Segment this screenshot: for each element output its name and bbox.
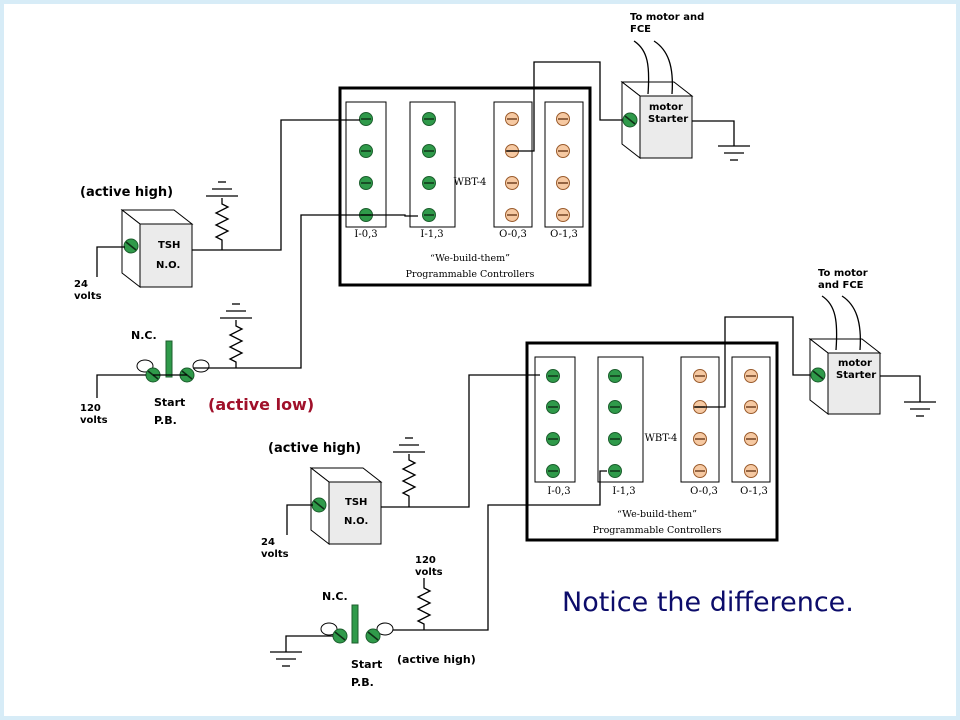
sensor-label: N.O.	[156, 260, 180, 271]
plc-column-label: O-1,3	[550, 229, 578, 240]
voltage-label: volts	[74, 291, 102, 302]
plc-column-label: O-0,3	[499, 229, 527, 240]
plc-brand: “We-build-them”	[617, 509, 697, 520]
motor-label: motor	[649, 102, 683, 113]
sensor-mode: (active high)	[80, 185, 173, 200]
voltage-label: 24	[74, 279, 88, 290]
voltage-label: volts	[261, 549, 289, 560]
plc-column-label: I-1,3	[420, 229, 443, 240]
motor-note: To motor	[818, 268, 868, 279]
active-low-label: (active low)	[208, 395, 314, 414]
plc-brand: Programmable Controllers	[406, 269, 535, 280]
sensor-label: TSH	[158, 240, 180, 251]
plc-brand: Programmable Controllers	[593, 525, 722, 536]
contact-type: N.C.	[131, 329, 157, 342]
tsh-sensor	[139, 223, 193, 288]
plc-column-label: O-0,3	[690, 486, 718, 497]
pushbutton	[165, 340, 173, 378]
sensor-label: TSH	[345, 497, 367, 508]
plc-model: WBT-4	[454, 177, 487, 188]
top-circuit: I-0,3 I-1,3 O-0,3 O-1,3 WBT-4 “We-build-…	[74, 12, 751, 427]
voltage-label: volts	[415, 567, 443, 578]
voltage-label: 120	[415, 555, 436, 566]
contact-type: N.C.	[322, 590, 348, 603]
pushbutton-label: Start	[351, 658, 382, 671]
pushbutton-label: P.B.	[154, 414, 177, 427]
wiring-diagram: I-0,3 I-1,3 O-0,3 O-1,3 WBT-4 “We-build-…	[74, 12, 937, 689]
plc-brand: “We-build-them”	[430, 253, 510, 264]
motor-note: FCE	[630, 24, 651, 35]
sensor-mode: (active high)	[268, 441, 361, 456]
tsh-sensor	[328, 481, 382, 545]
plc-column-label: I-0,3	[354, 229, 377, 240]
active-high-label: (active high)	[397, 653, 476, 666]
pushbutton-label: P.B.	[351, 676, 374, 689]
motor-note: To motor and	[630, 12, 704, 23]
plc-model: WBT-4	[645, 433, 678, 444]
plc-column-label: I-1,3	[612, 486, 635, 497]
pushbutton-label: Start	[154, 396, 185, 409]
voltage-label: 24	[261, 537, 275, 548]
motor-starter	[827, 352, 881, 415]
bottom-circuit: I-0,3 I-1,3 O-0,3 O-1,3 WBT-4 “We-build-…	[261, 268, 937, 689]
motor-label: Starter	[836, 370, 876, 381]
sensor-label: N.O.	[344, 516, 368, 527]
notice-text: Notice the difference.	[562, 587, 854, 618]
motor-starter	[639, 95, 693, 159]
plc-column-label: O-1,3	[740, 486, 768, 497]
motor-note: and FCE	[818, 280, 864, 291]
plc-column-label: I-0,3	[547, 486, 570, 497]
pushbutton	[351, 604, 359, 644]
motor-label: Starter	[648, 114, 688, 125]
motor-label: motor	[838, 358, 872, 369]
voltage-label: 120	[80, 403, 101, 414]
voltage-label: volts	[80, 415, 108, 426]
